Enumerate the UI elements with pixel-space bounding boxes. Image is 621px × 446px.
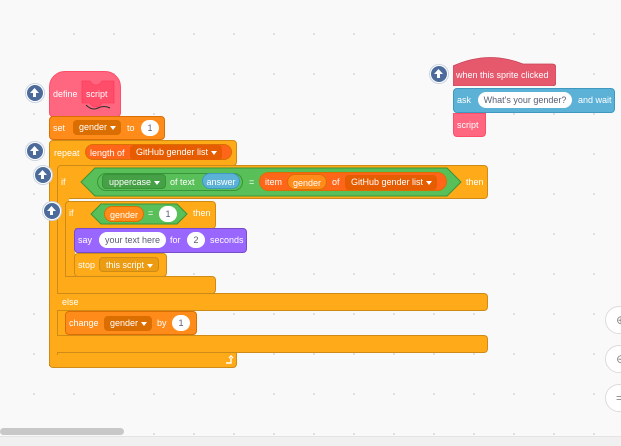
drag-arrow-icon[interactable] bbox=[43, 202, 61, 220]
inner-equals-value-input[interactable]: 1 bbox=[159, 206, 177, 222]
if-else-bottom bbox=[57, 335, 488, 353]
item-label: item bbox=[265, 177, 283, 187]
say-label: say bbox=[78, 235, 93, 245]
length-of-label: length of bbox=[90, 148, 125, 158]
change-value-input[interactable]: 1 bbox=[172, 315, 190, 331]
drag-arrow-icon[interactable] bbox=[26, 84, 44, 102]
say-for-label: for bbox=[170, 235, 181, 245]
drag-arrow-icon[interactable] bbox=[26, 142, 44, 160]
inner-if-bottom bbox=[65, 276, 216, 294]
uppercase-dropdown[interactable]: uppercase bbox=[102, 174, 167, 189]
answer-reporter[interactable]: answer bbox=[202, 173, 240, 189]
inner-if-label: if bbox=[69, 208, 74, 218]
item-list-dropdown[interactable]: GitHub gender list bbox=[345, 175, 438, 190]
loop-arrow-icon bbox=[226, 355, 234, 364]
inner-then-label: then bbox=[193, 208, 211, 218]
define-prototype-block[interactable] bbox=[80, 79, 116, 111]
repeat-label: repeat bbox=[54, 148, 80, 158]
seconds-label: seconds bbox=[210, 235, 244, 245]
drag-arrow-icon[interactable] bbox=[34, 166, 52, 184]
ask-label: ask bbox=[457, 95, 472, 105]
horizontal-scrollbar-track bbox=[0, 436, 621, 446]
call-script-block[interactable] bbox=[453, 113, 486, 137]
zoom-in-button[interactable]: ⊕ bbox=[605, 306, 621, 334]
say-seconds-input[interactable]: 2 bbox=[187, 232, 205, 248]
set-value-input[interactable]: 1 bbox=[141, 120, 159, 136]
define-label: define bbox=[53, 89, 78, 99]
else-bar[interactable] bbox=[57, 293, 488, 311]
inner-equals-label: = bbox=[148, 208, 154, 218]
inner-if-arm bbox=[65, 224, 75, 282]
change-label: change bbox=[69, 318, 99, 328]
ask-question-input[interactable]: What's your gender? bbox=[478, 92, 572, 108]
call-script-label: script bbox=[457, 120, 479, 130]
zoom-out-button[interactable]: ⊖ bbox=[605, 345, 621, 373]
horizontal-scrollbar-thumb[interactable] bbox=[0, 428, 124, 435]
repeat-bottom bbox=[49, 352, 237, 368]
zoom-out-icon: ⊖ bbox=[616, 352, 621, 366]
item-gender-reporter[interactable]: gender bbox=[287, 174, 327, 190]
when-sprite-clicked-hat-block[interactable] bbox=[453, 54, 556, 86]
gender-variable-reporter[interactable]: gender bbox=[104, 206, 144, 222]
stop-option-dropdown[interactable]: this script bbox=[99, 257, 160, 272]
zoom-reset-button[interactable]: = bbox=[605, 384, 621, 412]
equals-label: = bbox=[249, 177, 255, 187]
of-label: of bbox=[332, 177, 340, 187]
if-label: if bbox=[61, 177, 66, 187]
set-variable-dropdown[interactable]: gender bbox=[73, 120, 122, 135]
set-label: set bbox=[53, 123, 66, 133]
else-label: else bbox=[62, 297, 79, 307]
stop-label: stop bbox=[78, 260, 96, 270]
drag-arrow-icon[interactable] bbox=[430, 65, 448, 83]
hat-block-label: when this sprite clicked bbox=[456, 70, 549, 80]
change-variable-dropdown[interactable]: gender bbox=[104, 316, 153, 331]
repeat-list-dropdown[interactable]: GitHub gender list bbox=[130, 145, 223, 160]
then-label: then bbox=[466, 177, 484, 187]
and-wait-label: and wait bbox=[578, 95, 612, 105]
change-by-label: by bbox=[157, 318, 167, 328]
define-name-label: script bbox=[86, 89, 108, 99]
say-text-input[interactable]: your text here bbox=[99, 232, 166, 248]
zoom-in-icon: ⊕ bbox=[616, 313, 621, 327]
set-to-label: to bbox=[127, 123, 135, 133]
of-text-label: of text bbox=[170, 177, 195, 187]
zoom-reset-icon: = bbox=[616, 391, 621, 405]
